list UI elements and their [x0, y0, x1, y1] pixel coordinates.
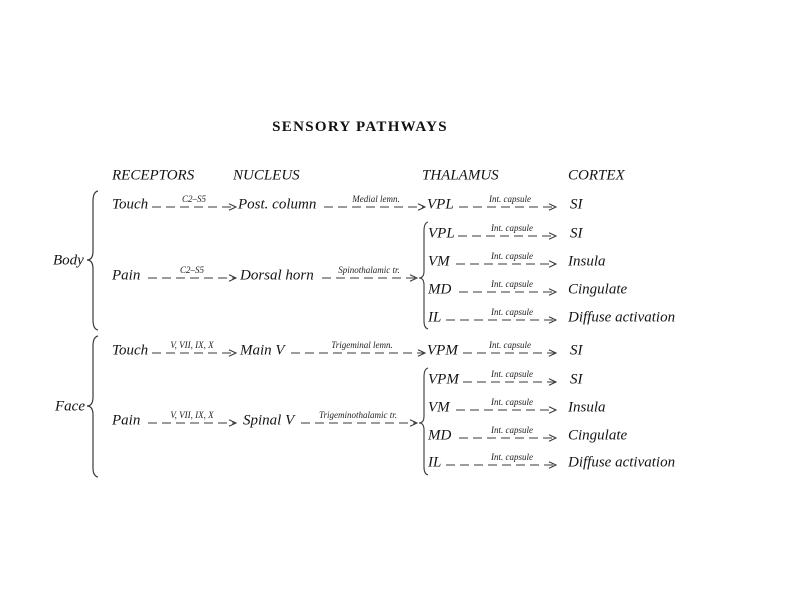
receptor-body-touch: Touch [112, 196, 149, 213]
cortex-body-pain-si: SI [570, 225, 583, 242]
column-header-nucleus: NUCLEUS [233, 167, 300, 184]
arrow-label-body-pain-vm-capsule: Int. capsule [491, 251, 533, 261]
arrow-label-face-touch-nerve: V, VII, IX, X [170, 340, 214, 350]
receptor-face-touch: Touch [112, 342, 149, 359]
thalamus-body-touch-vpl: VPL [427, 196, 454, 213]
body-bracket [86, 190, 99, 331]
cortex-face-pain-insula: Insula [568, 399, 606, 416]
column-header-thalamus: THALAMUS [422, 167, 499, 184]
thalamus-body-pain-md: MD [428, 281, 452, 298]
thalamus-body-pain-vpl: VPL [428, 225, 455, 242]
arrow-label-body-pain-vpl-capsule: Int. capsule [491, 223, 533, 233]
arrow-label-face-pain-nerve: V, VII, IX, X [170, 410, 214, 420]
nucleus-body-touch: Post. column [238, 196, 317, 213]
cortex-face-pain-diffuse: Diffuse activation [568, 454, 676, 471]
arrow-label-face-touch-tract: Trigeminal lemn. [331, 340, 393, 350]
arrow-label-body-pain-md-capsule: Int. capsule [491, 279, 533, 289]
face-bracket [86, 335, 99, 478]
receptor-face-pain: Pain [112, 412, 141, 429]
arrow-label-body-touch-capsule: Int. capsule [489, 194, 531, 204]
arrow-label-face-touch-capsule: Int. capsule [489, 340, 531, 350]
group-label-body: Body [53, 252, 84, 269]
nucleus-face-pain: Spinal V [243, 412, 295, 429]
column-header-receptors: RECEPTORS [112, 167, 195, 184]
thalamus-face-pain-vpm: VPM [428, 371, 459, 388]
cortex-face-pain-cingulate: Cingulate [568, 427, 628, 444]
column-header-cortex: CORTEX [568, 167, 625, 184]
face-pain-thalamus-bracket [418, 367, 429, 476]
arrow-label-body-pain-nerve: C2–S5 [179, 265, 205, 275]
arrow-label-face-pain-vm-capsule: Int. capsule [491, 397, 533, 407]
nucleus-face-touch: Main V [240, 342, 285, 359]
page-title: SENSORY PATHWAYS [272, 119, 448, 135]
receptor-body-pain: Pain [112, 267, 141, 284]
arrow-label-face-pain-vpm-capsule: Int. capsule [491, 369, 533, 379]
arrow-label-body-pain-tract: Spinothalamic tr. [338, 265, 400, 275]
cortex-body-pain-insula: Insula [568, 253, 606, 270]
cortex-body-pain-cingulate: Cingulate [568, 281, 628, 298]
cortex-face-pain-si: SI [570, 371, 583, 388]
thalamus-face-pain-vm: VM [428, 399, 450, 416]
thalamus-body-pain-vm: VM [428, 253, 450, 270]
group-label-face: Face [55, 398, 85, 415]
arrow-label-face-pain-il-capsule: Int. capsule [491, 452, 533, 462]
thalamus-face-touch-vpm: VPM [427, 342, 458, 359]
arrow-label-body-touch-tract: Medial lemn. [352, 194, 400, 204]
arrow-label-face-pain-md-capsule: Int. capsule [491, 425, 533, 435]
cortex-body-pain-diffuse: Diffuse activation [568, 309, 676, 326]
cortex-body-touch-si: SI [570, 196, 583, 213]
body-pain-thalamus-bracket [418, 221, 429, 330]
cortex-face-touch-si: SI [570, 342, 583, 359]
arrow-label-face-pain-tract: Trigeminothalamic tr. [318, 410, 398, 420]
arrow-label-body-touch-nerve: C2–S5 [181, 194, 207, 204]
nucleus-body-pain: Dorsal horn [240, 267, 314, 284]
thalamus-face-pain-md: MD [428, 427, 452, 444]
thalamus-face-pain-il: IL [428, 454, 442, 471]
arrow-label-body-pain-il-capsule: Int. capsule [491, 307, 533, 317]
thalamus-body-pain-il: IL [428, 309, 442, 326]
